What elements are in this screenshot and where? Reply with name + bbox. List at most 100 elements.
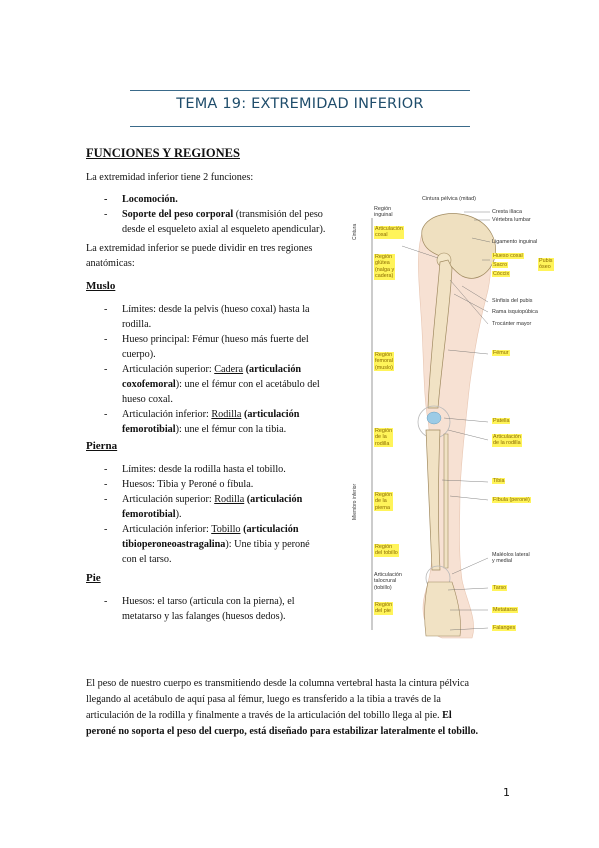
- list-item: -Articulación inferior: Tobillo (articul…: [104, 524, 299, 535]
- patella-bone: [426, 411, 442, 425]
- label-region-glutea: Región glútea (nalga y cadera): [374, 254, 396, 280]
- muslo-art-inf-bold: (articulación: [241, 409, 300, 420]
- muslo-art-sup-bold: (articulación: [243, 364, 302, 375]
- label-region-inguinal: Región inguinal: [374, 206, 393, 219]
- list-item: -Huesos: Tibia y Peroné o fíbula.: [104, 479, 254, 490]
- function-soporte-detail: (transmisión del peso: [233, 209, 323, 220]
- paragraph-line-bold: El: [439, 710, 452, 721]
- list-item: -Límites: desde la rodilla hasta el tobi…: [104, 464, 286, 475]
- muslo-limites: Límites: desde la pelvis (hueso coxal) h…: [122, 304, 310, 315]
- muslo-art-inf-label: Articulación inferior:: [122, 409, 212, 420]
- label-femur: Fémur: [492, 350, 510, 357]
- paragraph-line-text: articulación de la rodilla y finalmente …: [86, 710, 440, 721]
- label-region-tobillo: Región del tobillo: [374, 544, 399, 557]
- leader-lines: [401, 211, 491, 631]
- label-vertebra-lumbar: Vértebra lumbar: [492, 217, 531, 223]
- label-pubis-oseo: Pubis óseo: [538, 258, 554, 271]
- label-text: Articulación talocrural (tobillo): [374, 572, 402, 591]
- label-art-talocrural: Articulación talocrural (tobillo): [374, 572, 402, 591]
- list-item: -Articulación superior: Rodilla (articul…: [104, 494, 303, 505]
- list-item-cont: metatarso y las falanges (huesos dedos).: [86, 609, 356, 624]
- label-region-pierna: Región de la pierna: [374, 492, 394, 512]
- vertical-label-cintura: Cintura: [352, 223, 358, 240]
- label-text: Maléolos lateral y medial: [492, 552, 530, 565]
- pelvis-bone: [421, 213, 496, 279]
- list-item: -Hueso principal: Fémur (hueso más fuert…: [104, 334, 309, 345]
- page-number: 1: [503, 786, 510, 799]
- paragraph-line: El peso de nuestro cuerpo es transmitien…: [86, 678, 470, 689]
- function-item: -Locomoción.: [104, 194, 178, 205]
- muslo-heading: Muslo: [86, 280, 116, 292]
- muslo-art-inf-desc: ): une el fémur con la tibia.: [175, 424, 287, 435]
- pierna-rodilla: Rodilla: [214, 494, 245, 505]
- lower-limb-figure: Región inguinal Articulación coxal Regió…: [352, 190, 560, 642]
- femur-bone: [427, 259, 453, 409]
- muslo-rodilla: Rodilla: [211, 409, 242, 420]
- label-sacro: Sacro: [492, 262, 509, 269]
- page-title: TEMA 19: EXTREMIDAD INFERIOR: [176, 96, 424, 112]
- function-item: -Soporte del peso corporal (transmisión …: [104, 209, 323, 220]
- label-fibula: Fíbula (peroné): [492, 497, 531, 504]
- regions-intro-line1: La extremidad inferior se puede dividir …: [86, 243, 313, 254]
- label-text: Articulación coxal: [375, 226, 403, 239]
- list-item-cont: con el tarso.: [86, 552, 356, 567]
- label-text: Región inguinal: [374, 206, 393, 219]
- pierna-heading: Pierna: [86, 440, 118, 452]
- label-metatarso: Metatarso: [492, 607, 518, 614]
- label-region-femoral: Región femoral (muslo): [374, 352, 394, 372]
- pierna-huesos: Huesos: Tibia y Peroné o fíbula.: [122, 479, 254, 490]
- pierna-tobillo: Tobillo: [211, 524, 241, 535]
- function-soporte-line2: desde el esqueleto axial al esqueleto ap…: [122, 224, 326, 235]
- vertical-label-miembro: Miembro inferior: [352, 483, 358, 520]
- muslo-art-sup-label: Articulación superior:: [122, 364, 215, 375]
- pierna-tibioperoneo: tibioperoneoastragalina: [122, 539, 226, 550]
- title-rule-top: [130, 90, 470, 91]
- label-trocanter: Trocánter mayor: [492, 321, 532, 327]
- label-art-coxal: Articulación coxal: [374, 226, 404, 239]
- muslo-hueso: Hueso principal: Fémur (hueso más fuerte…: [122, 334, 309, 345]
- paragraph-line: articulación de la rodilla y finalmente …: [86, 708, 526, 724]
- function-item-cont: desde el esqueleto axial al esqueleto ap…: [86, 222, 356, 237]
- label-text: Región del pie: [375, 602, 393, 615]
- label-text: Región glútea (nalga y cadera): [375, 254, 395, 280]
- paragraph-line: llegando al acetábulo de aquí pasa al fé…: [86, 694, 441, 705]
- pierna-art-inf-label: Articulación inferior:: [122, 524, 212, 535]
- weight-transmission-paragraph: El peso de nuestro cuerpo es transmitien…: [86, 676, 526, 740]
- pierna-art-inf-bold: (articulación: [240, 524, 299, 535]
- pie-list: -Huesos: el tarso (articula con la piern…: [86, 594, 356, 624]
- pie-huesos-cont: metatarso y las falanges (huesos dedos).: [122, 611, 286, 622]
- pierna-art-inf-end: con el tarso.: [122, 554, 172, 565]
- label-maleolos: Maléolos lateral y medial: [492, 552, 530, 565]
- list-item-cont: coxofemoral): une el fémur con el acetáb…: [86, 377, 356, 392]
- list-item-cont: hueso coxal.: [86, 392, 356, 407]
- label-region-pie: Región del pie: [374, 602, 394, 615]
- pierna-art-sup-label: Articulación superior:: [122, 494, 215, 505]
- label-sinfisis: Sínfisis del pubis: [492, 298, 533, 304]
- functions-list: -Locomoción. -Soporte del peso corporal …: [86, 192, 356, 237]
- muslo-art-sup-desc: ): une el fémur con el acetábulo del: [175, 379, 320, 390]
- label-rama-isquiopubica: Rama isquiopúbica: [492, 309, 538, 315]
- label-text: Región de la pierna: [375, 492, 393, 511]
- label-ligamento-inguinal: Ligamento inguinal: [492, 239, 538, 245]
- muslo-femorotibial: femorotibial: [122, 424, 176, 435]
- title-rule-bottom: [130, 126, 470, 127]
- muslo-list: -Límites: desde la pelvis (hueso coxal) …: [86, 302, 356, 437]
- regions-intro-line2: anatómicas:: [86, 258, 135, 269]
- leg-skeleton-illustration: [371, 211, 496, 639]
- list-item-cont: cuerpo).: [86, 347, 356, 362]
- paragraph-line-bold-full: peroné no soporta el peso del cuerpo, es…: [86, 726, 479, 737]
- pierna-art-sup-bold: (articulación: [244, 494, 303, 505]
- muslo-limites-cont: rodilla.: [122, 319, 152, 330]
- muslo-cadera: Cadera: [214, 364, 244, 375]
- muslo-art-sup-end: hueso coxal.: [122, 394, 173, 405]
- muslo-hueso-cont: cuerpo).: [122, 349, 156, 360]
- pie-heading: Pie: [86, 572, 101, 584]
- pierna-limites: Límites: desde la rodilla hasta el tobil…: [122, 464, 286, 475]
- label-text: Pubis óseo: [539, 258, 553, 271]
- label-coccix: Cóccix: [492, 271, 511, 278]
- list-item: -Articulación inferior: Rodilla (articul…: [104, 409, 300, 420]
- muslo-coxofemoral: coxofemoral: [122, 379, 176, 390]
- function-locomocion: Locomoción.: [122, 194, 178, 205]
- label-text: Región del tobillo: [375, 544, 398, 557]
